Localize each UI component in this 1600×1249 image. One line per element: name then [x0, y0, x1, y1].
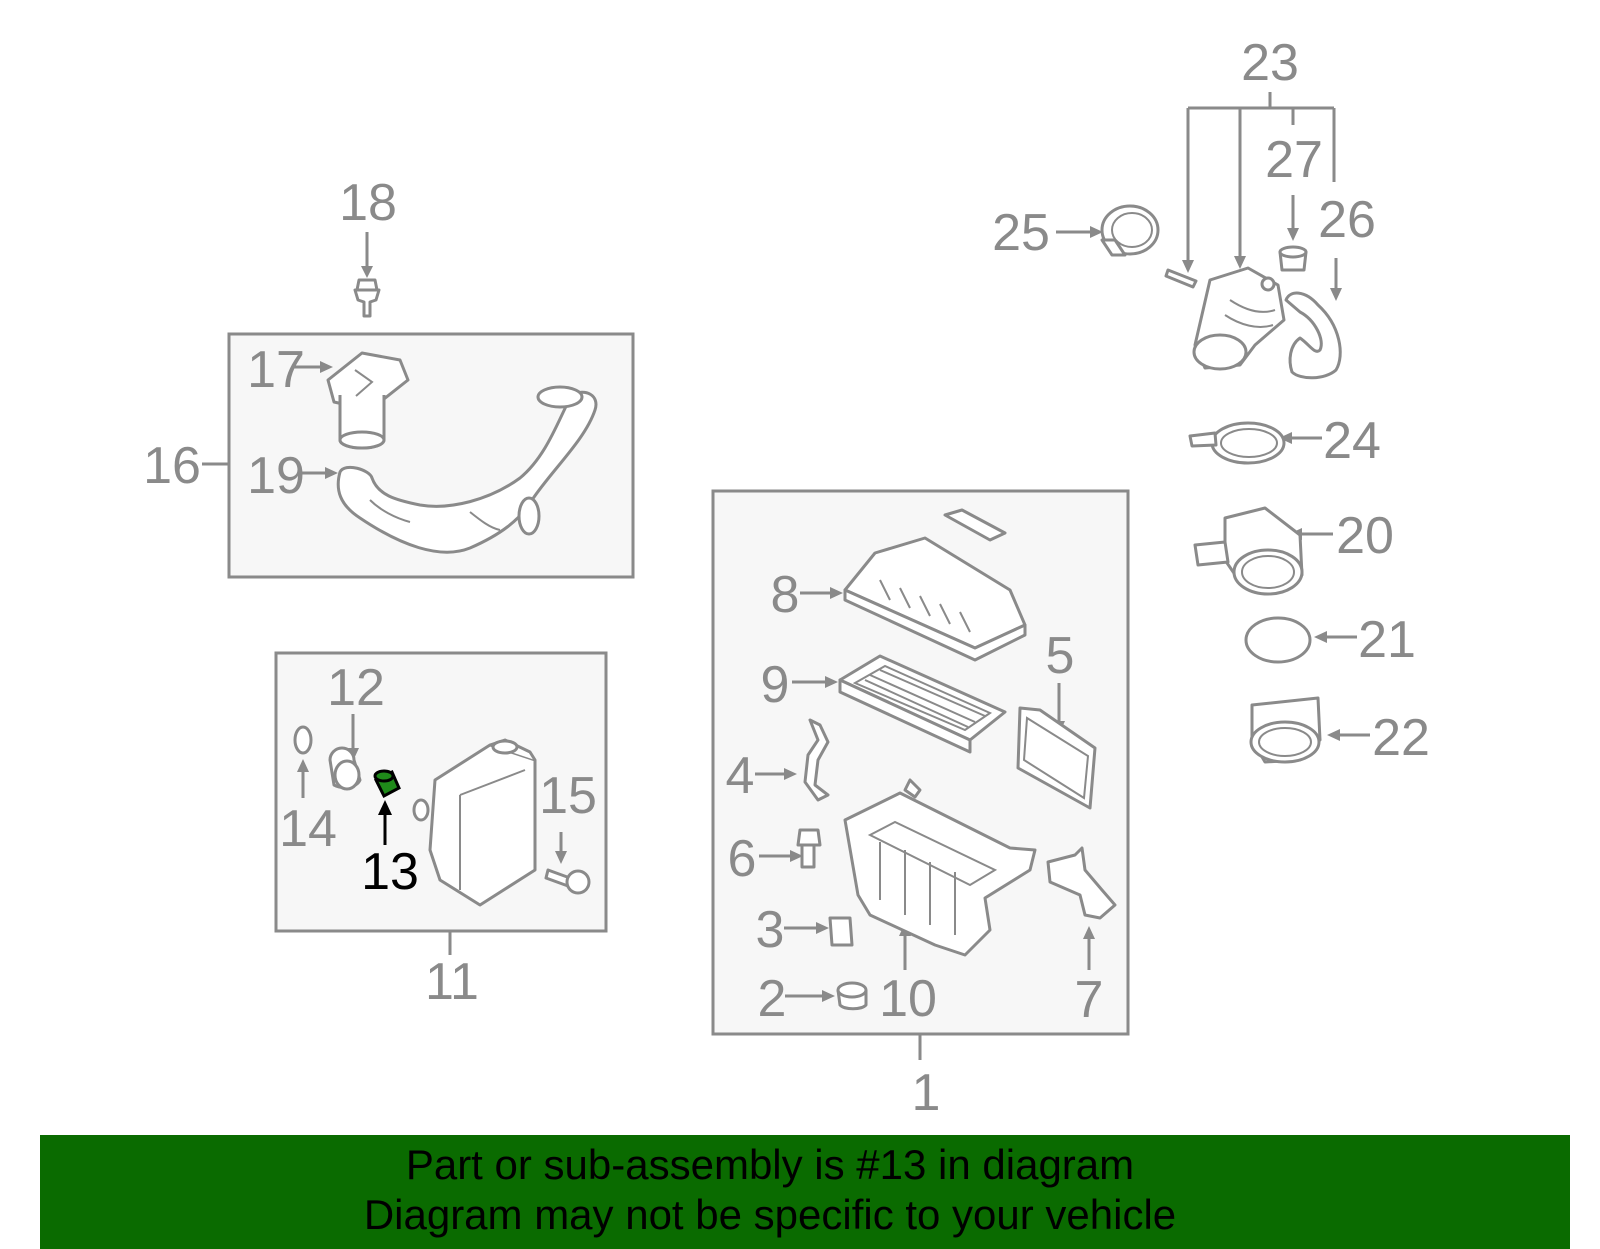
part-10-lower-housing	[843, 778, 1037, 957]
callout-14: 14	[279, 800, 337, 858]
callout-1: 1	[912, 1064, 941, 1122]
callout-10: 10	[879, 970, 937, 1028]
callout-11: 11	[425, 953, 479, 1011]
part-5-gasket	[1016, 706, 1097, 810]
part-27-cap	[1278, 245, 1308, 272]
callout-4: 4	[726, 747, 755, 805]
part-19-intake-duct	[336, 385, 598, 554]
part-23-hose-assembly	[1164, 266, 1286, 371]
callout-22: 22	[1372, 709, 1430, 767]
part-12-bushing	[328, 746, 362, 791]
callout-6: 6	[728, 830, 757, 888]
part-3-grommet	[828, 916, 854, 947]
callout-5: 5	[1046, 627, 1075, 685]
leader-lines	[202, 92, 1370, 1060]
part-7-bracket	[1046, 846, 1117, 920]
callout-19: 19	[247, 447, 305, 505]
info-banner: Part or sub-assembly is #13 in diagram D…	[40, 1135, 1570, 1249]
callout-18: 18	[339, 174, 397, 232]
callout-26: 26	[1318, 191, 1376, 249]
callout-3: 3	[756, 901, 785, 959]
callout-21: 21	[1358, 611, 1416, 669]
callout-24: 24	[1323, 412, 1381, 470]
part-6-bolt	[796, 828, 822, 869]
callout-20: 20	[1336, 507, 1394, 565]
callout-12: 12	[327, 659, 385, 717]
banner-line-1: Part or sub-assembly is #13 in diagram	[405, 1141, 1135, 1188]
part-8-cover	[843, 508, 1027, 662]
callout-23: 23	[1241, 34, 1299, 92]
part-18-clip	[353, 278, 381, 318]
callout-7: 7	[1075, 971, 1104, 1029]
part-25-clamp	[1100, 204, 1160, 257]
part-24-clamp	[1188, 421, 1286, 465]
callout-16: 16	[143, 437, 201, 495]
part-2-mount	[836, 981, 868, 1011]
callout-17: 17	[247, 341, 305, 399]
part-13-highlighted	[373, 769, 401, 799]
callout-27: 27	[1265, 131, 1323, 189]
banner-line-2: Diagram may not be specific to your vehi…	[363, 1191, 1177, 1238]
part-11-resonator-box	[412, 738, 537, 907]
callout-25: 25	[992, 204, 1050, 262]
callout-9: 9	[761, 656, 790, 714]
callout-13: 13	[361, 843, 419, 901]
callout-8: 8	[771, 566, 800, 624]
callout-15: 15	[539, 767, 597, 825]
part-21-o-ring	[1244, 616, 1312, 664]
part-17-resonator	[326, 351, 410, 450]
part-14-o-ring	[293, 725, 313, 755]
part-22-adapter	[1249, 696, 1322, 764]
part-9-filter	[838, 654, 1007, 754]
part-15-bolt	[544, 868, 591, 895]
part-20-sensor	[1193, 506, 1304, 596]
part-4-bracket	[803, 718, 830, 802]
part-26-hose	[1284, 291, 1342, 380]
callout-2: 2	[758, 970, 787, 1028]
